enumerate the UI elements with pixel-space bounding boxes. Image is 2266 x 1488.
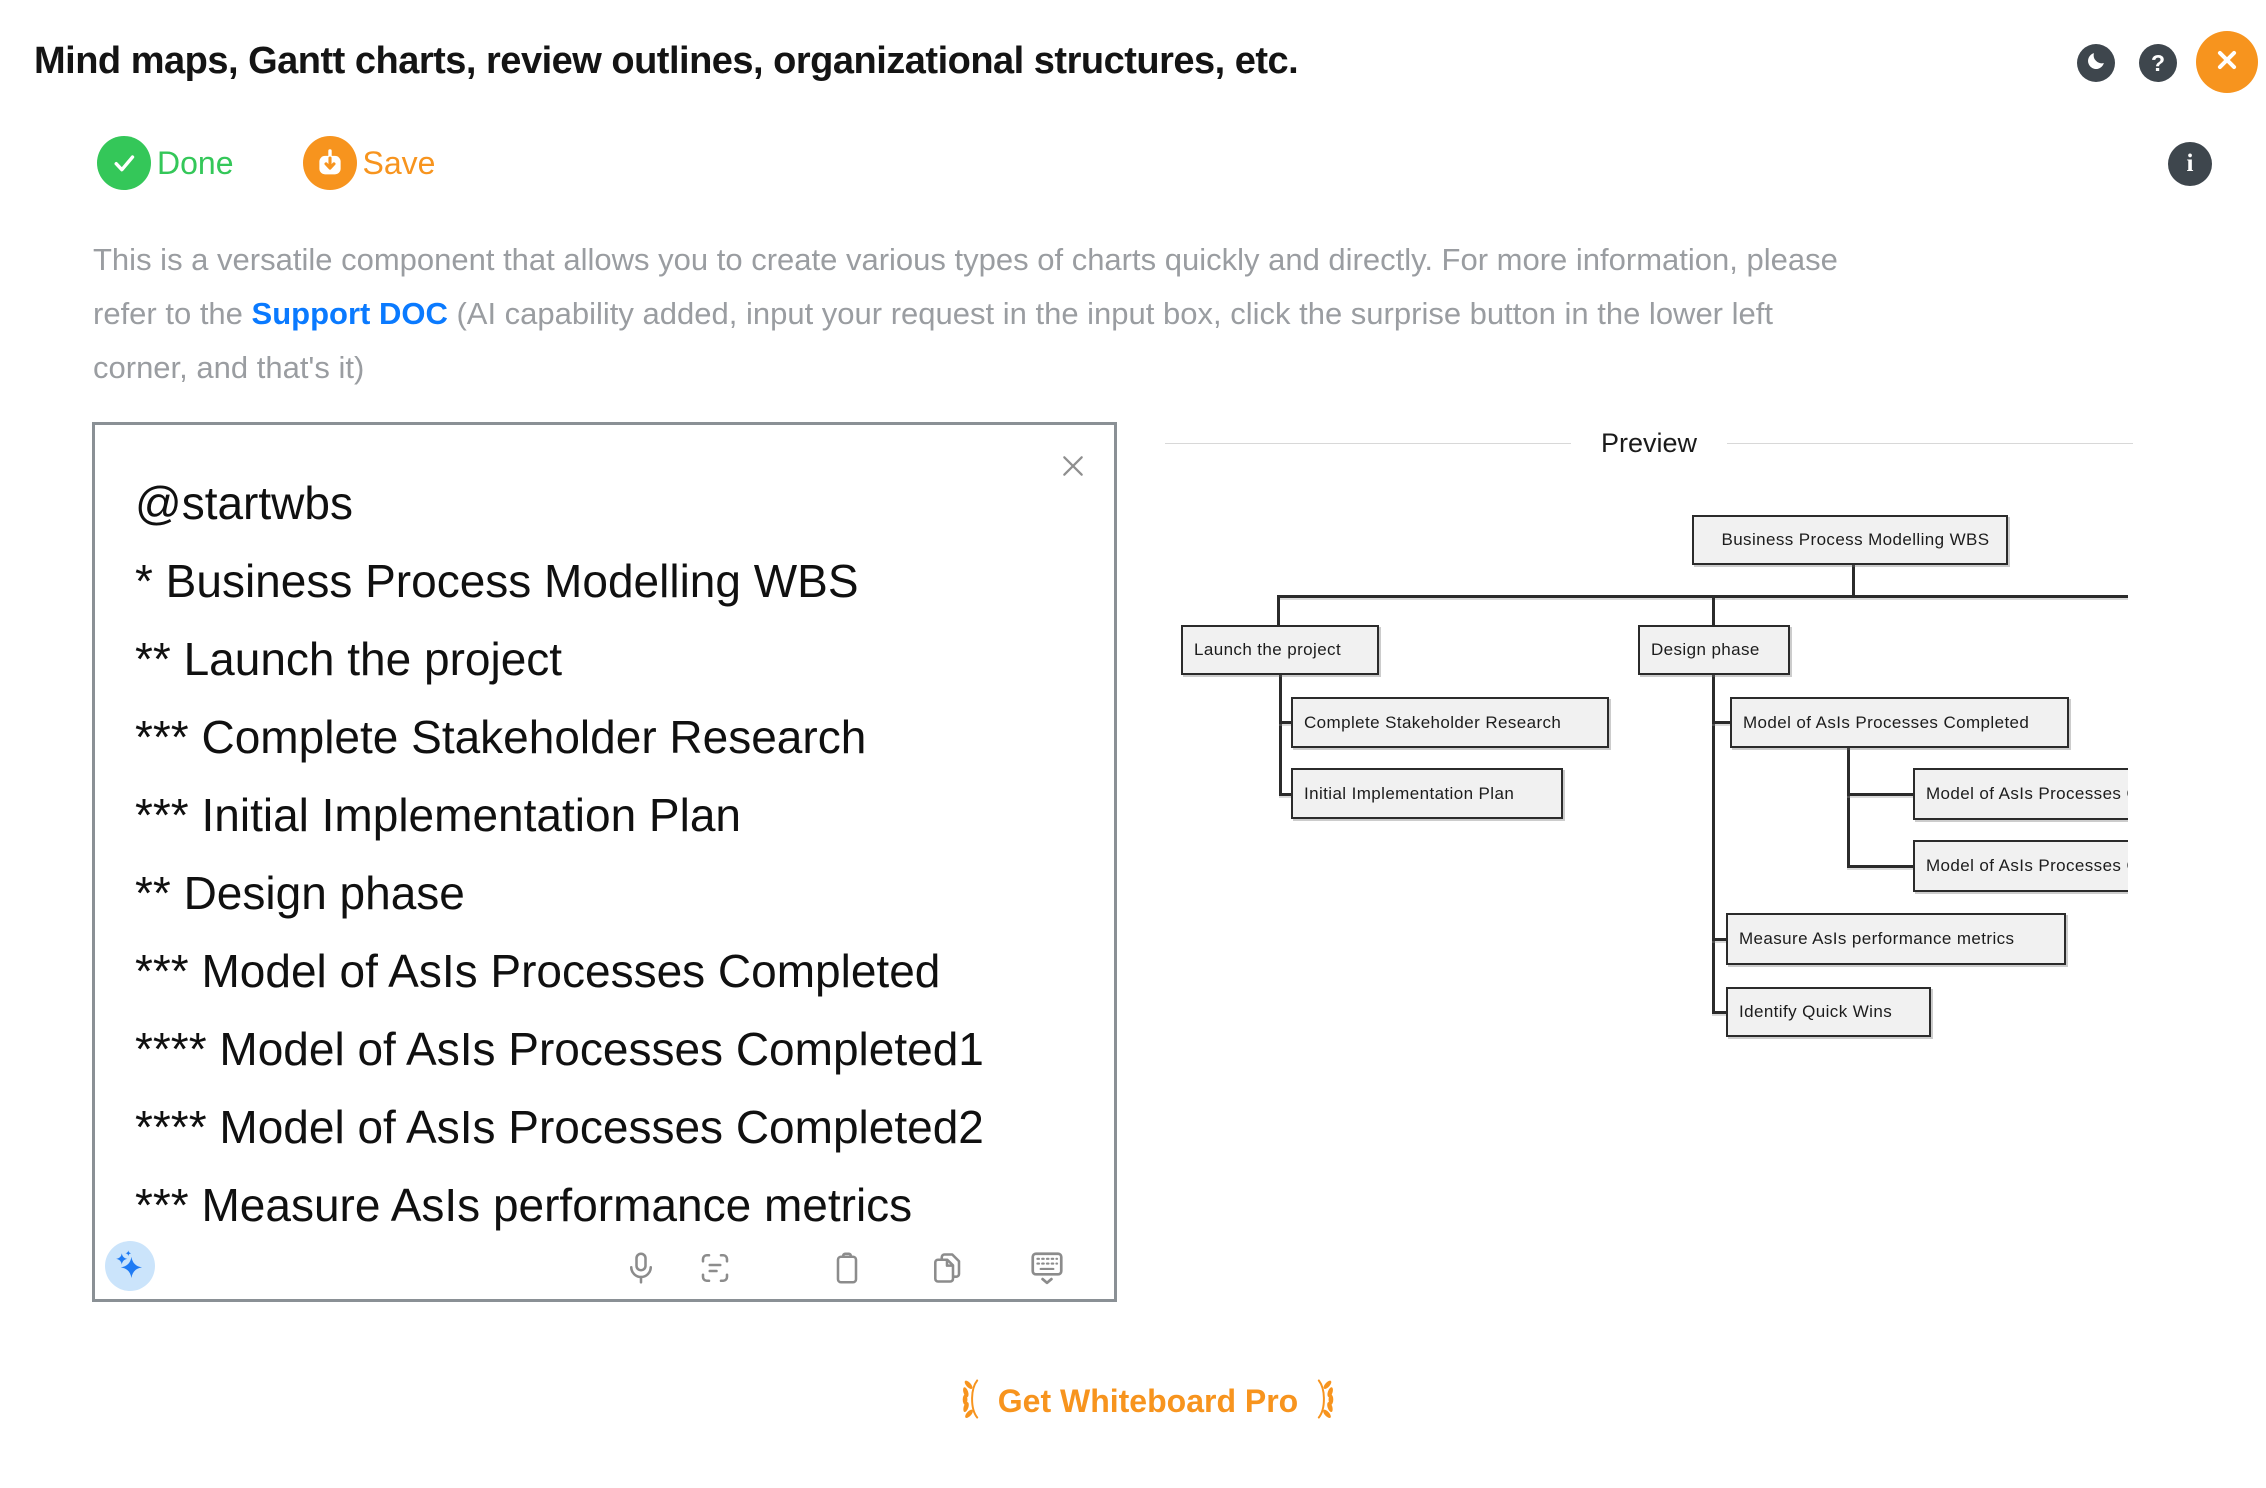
wbs-node-design: Design phase: [1638, 625, 1790, 675]
wbs-preview-canvas: Business Process Modelling WBS Launch th…: [1160, 460, 2128, 1110]
editor-line: *** Initial Implementation Plan: [135, 789, 741, 841]
check-icon: [97, 136, 151, 190]
wbs-node-quickwins: Identify Quick Wins: [1726, 987, 1931, 1037]
connector: [1712, 1011, 1727, 1014]
action-bar: Done Save: [97, 136, 435, 190]
connector: [1852, 565, 1855, 597]
paste-clipboard-button[interactable]: [828, 1249, 866, 1287]
save-download-icon: [302, 136, 357, 190]
done-label: Done: [157, 144, 234, 181]
editor-line: @startwbs: [135, 477, 353, 529]
copy-button[interactable]: [928, 1249, 966, 1287]
close-dialog-button[interactable]: [2196, 31, 2258, 93]
description-line-2-before: refer to the: [93, 296, 252, 331]
footer: Get Whiteboard Pro: [0, 1378, 2266, 1425]
laurel-left-icon: [958, 1378, 984, 1425]
page-title: Mind maps, Gantt charts, review outlines…: [34, 40, 1299, 82]
connector: [1277, 595, 2128, 598]
connector: [1712, 595, 1715, 625]
editor-toolbar: [95, 1233, 1114, 1299]
done-button[interactable]: Done: [97, 136, 234, 190]
editor-line: *** Complete Stakeholder Research: [135, 711, 867, 763]
wbs-node-measure: Measure AsIs performance metrics: [1726, 913, 2066, 965]
editor-line: *** Measure AsIs performance metrics: [135, 1179, 913, 1231]
dark-mode-button[interactable]: [2077, 44, 2115, 82]
wbs-node-launch: Launch the project: [1181, 625, 1379, 675]
connector: [1712, 938, 1727, 941]
scan-text-icon: [701, 1253, 729, 1283]
connector: [1712, 721, 1731, 724]
editor-line: ** Design phase: [135, 867, 465, 919]
info-icon: i: [2186, 150, 2194, 177]
description-line-2-after: (AI capability added, input your request…: [447, 296, 1773, 331]
microphone-icon: [629, 1252, 653, 1284]
description-line-3: corner, and that's it): [93, 350, 365, 385]
wbs-source-editor-panel: @startwbs * Business Process Modelling W…: [92, 422, 1117, 1302]
save-label: Save: [362, 144, 436, 181]
preview-rule-left: [1165, 443, 1571, 444]
microphone-button[interactable]: [622, 1249, 660, 1287]
help-button[interactable]: ?: [2139, 44, 2177, 82]
ai-surprise-button[interactable]: [105, 1241, 155, 1291]
editor-close-button[interactable]: [1054, 447, 1092, 485]
editor-line: ** Launch the project: [135, 633, 563, 685]
wbs-text-input[interactable]: @startwbs * Business Process Modelling W…: [135, 464, 984, 1244]
connector: [1847, 748, 1850, 867]
editor-line: **** Model of AsIs Processes Completed2: [135, 1101, 984, 1153]
copy-documents-icon: [934, 1253, 961, 1283]
moon-icon: [2085, 50, 2107, 77]
editor-line: * Business Process Modelling WBS: [135, 555, 859, 607]
input-tool-icons: [622, 1249, 1066, 1287]
save-button[interactable]: Save: [302, 136, 436, 190]
connector: [1279, 721, 1292, 724]
editor-line: *** Model of AsIs Processes Completed: [135, 945, 941, 997]
clipboard-icon: [836, 1252, 858, 1284]
wbs-node-model2: Model of AsIs Processes Completed2: [1913, 840, 2128, 892]
connector: [1847, 865, 1914, 868]
ai-sparkle-icon: [116, 1250, 143, 1279]
wbs-node-implementation: Initial Implementation Plan: [1291, 768, 1563, 819]
wbs-node-root: Business Process Modelling WBS: [1692, 515, 2008, 565]
keyboard-icon: [1031, 1252, 1063, 1285]
connector: [1279, 675, 1282, 795]
connector: [1277, 595, 1280, 625]
wbs-node-stakeholder: Complete Stakeholder Research: [1291, 697, 1609, 748]
component-description: This is a versatile component that allow…: [93, 233, 2173, 395]
get-whiteboard-pro-link[interactable]: Get Whiteboard Pro: [997, 1383, 1299, 1419]
hide-keyboard-button[interactable]: [1028, 1249, 1066, 1287]
wbs-node-model1: Model of AsIs Processes Completed1: [1913, 768, 2128, 820]
wbs-node-model: Model of AsIs Processes Completed: [1730, 697, 2069, 748]
close-icon: [1063, 456, 1083, 476]
support-doc-link[interactable]: Support DOC: [251, 296, 448, 331]
description-line-1: This is a versatile component that allow…: [93, 242, 1838, 277]
laurel-right-icon: [1312, 1378, 1338, 1425]
connector: [1847, 793, 1914, 796]
preview-rule-right: [1727, 443, 2133, 444]
connector: [1712, 675, 1715, 1013]
connector: [1279, 793, 1292, 796]
preview-header: Preview: [1165, 428, 2133, 459]
info-button[interactable]: i: [2168, 142, 2212, 186]
close-icon: [2210, 43, 2244, 82]
question-icon: ?: [2150, 49, 2166, 76]
preview-label: Preview: [1600, 428, 1698, 458]
editor-line: **** Model of AsIs Processes Completed1: [135, 1023, 984, 1075]
scan-text-button[interactable]: [696, 1249, 734, 1287]
description-line-2: refer to the Support DOC (AI capability …: [93, 287, 2173, 341]
